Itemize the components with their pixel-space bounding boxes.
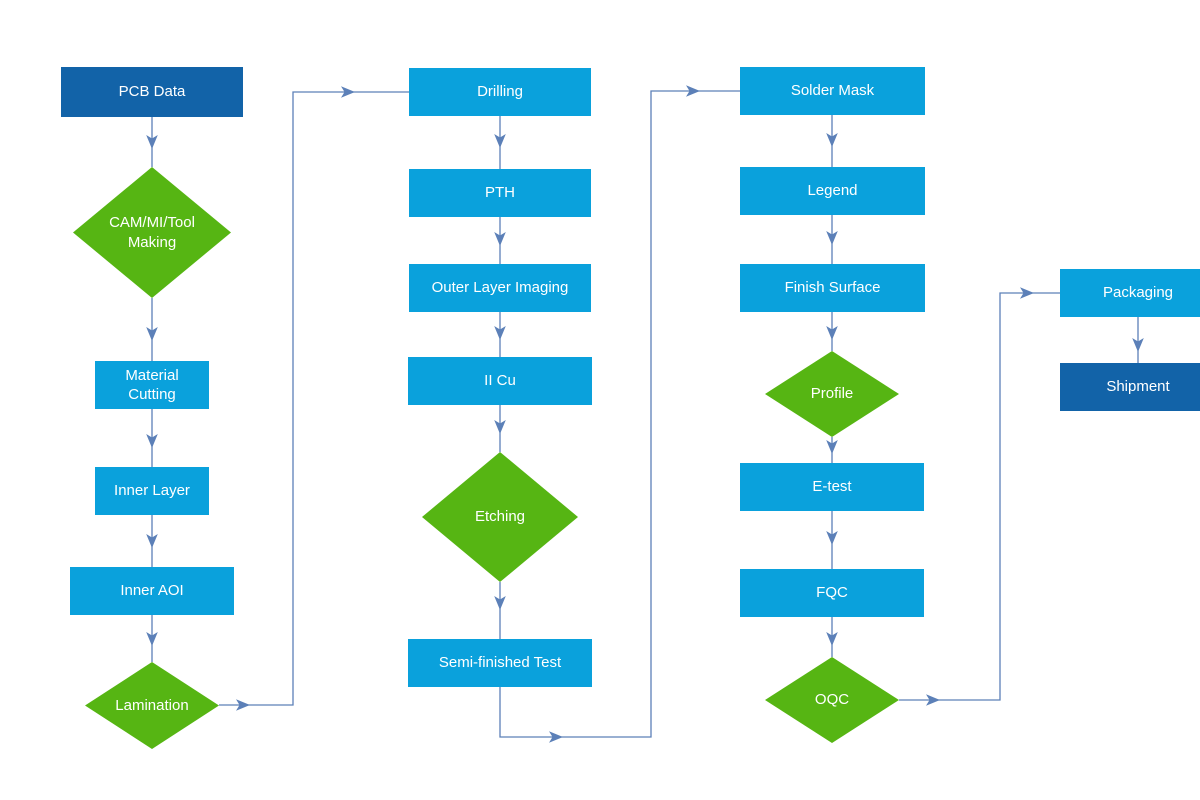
arrowhead-icon: [236, 699, 250, 711]
node-legend: Legend: [740, 167, 925, 215]
arrowhead-icon: [146, 434, 158, 448]
arrowhead-icon: [146, 327, 158, 341]
arrowhead-icon: [146, 632, 158, 646]
node-semi-finished-test: Semi-finished Test: [408, 639, 592, 687]
arrowhead-icon: [494, 420, 506, 434]
arrowhead-icon: [826, 440, 838, 454]
node-material-cutting: Material Cutting: [95, 361, 209, 409]
node-label: Shipment: [1106, 378, 1170, 396]
node-outer-layer-imaging: Outer Layer Imaging: [409, 264, 591, 312]
arrowhead-icon: [146, 135, 158, 149]
node-label: CAM/MI/Tool Making: [109, 214, 195, 251]
arrowhead-icon: [1132, 338, 1144, 352]
node-label: II Cu: [484, 372, 516, 390]
arrowhead-icon: [826, 231, 838, 245]
arrowhead-icon: [926, 694, 940, 706]
node-drilling: Drilling: [409, 68, 591, 116]
node-label: Inner Layer: [114, 482, 190, 500]
arrowhead-icon: [686, 85, 700, 97]
node-label: Inner AOI: [120, 582, 184, 600]
arrowhead-icon: [494, 596, 506, 610]
node-label: PTH: [485, 184, 515, 202]
arrowhead-icon: [549, 731, 563, 743]
node-ii-cu: II Cu: [408, 357, 592, 405]
arrowhead-icon: [494, 232, 506, 246]
node-shipment: Shipment: [1060, 363, 1200, 411]
arrowhead-icon: [341, 86, 355, 98]
node-label: FQC: [816, 584, 848, 602]
arrowhead-icon: [826, 133, 838, 147]
node-label: Material Cutting: [125, 366, 179, 404]
node-label: Lamination: [115, 696, 189, 714]
node-label: E-test: [812, 478, 852, 496]
connector-lamination-to-drilling: [219, 91, 409, 706]
arrowhead-icon: [826, 531, 838, 545]
arrowhead-icon: [494, 326, 506, 340]
arrowhead-icon: [1020, 287, 1034, 299]
node-label: Outer Layer Imaging: [431, 279, 569, 297]
node-label: Packaging: [1102, 284, 1174, 302]
node-label: Legend: [807, 182, 858, 200]
node-label: Solder Mask: [790, 82, 875, 100]
arrowhead-icon: [494, 134, 506, 148]
node-inner-aoi: Inner AOI: [70, 567, 234, 615]
node-label: Etching: [474, 508, 526, 526]
node-label: Finish Surface: [784, 279, 881, 297]
node-e-test: E-test: [740, 463, 924, 511]
node-fqc: FQC: [740, 569, 924, 617]
node-label: Drilling: [477, 83, 523, 101]
node-pth: PTH: [409, 169, 591, 217]
node-inner-layer: Inner Layer: [95, 467, 209, 515]
node-label: PCB Data: [118, 83, 186, 101]
arrowhead-icon: [826, 326, 838, 340]
node-finish-surface: Finish Surface: [740, 264, 925, 312]
node-pcb-data: PCB Data: [61, 67, 243, 117]
arrowhead-icon: [826, 632, 838, 646]
node-label: OQC: [814, 691, 850, 709]
arrowhead-icon: [146, 534, 158, 548]
node-packaging: Packaging: [1060, 269, 1200, 317]
node-label: Semi-finished Test: [438, 654, 562, 672]
connector-semi_finished_test-to-solder_mask: [499, 90, 740, 738]
node-solder-mask: Solder Mask: [740, 67, 925, 115]
node-label: Profile: [810, 385, 854, 403]
